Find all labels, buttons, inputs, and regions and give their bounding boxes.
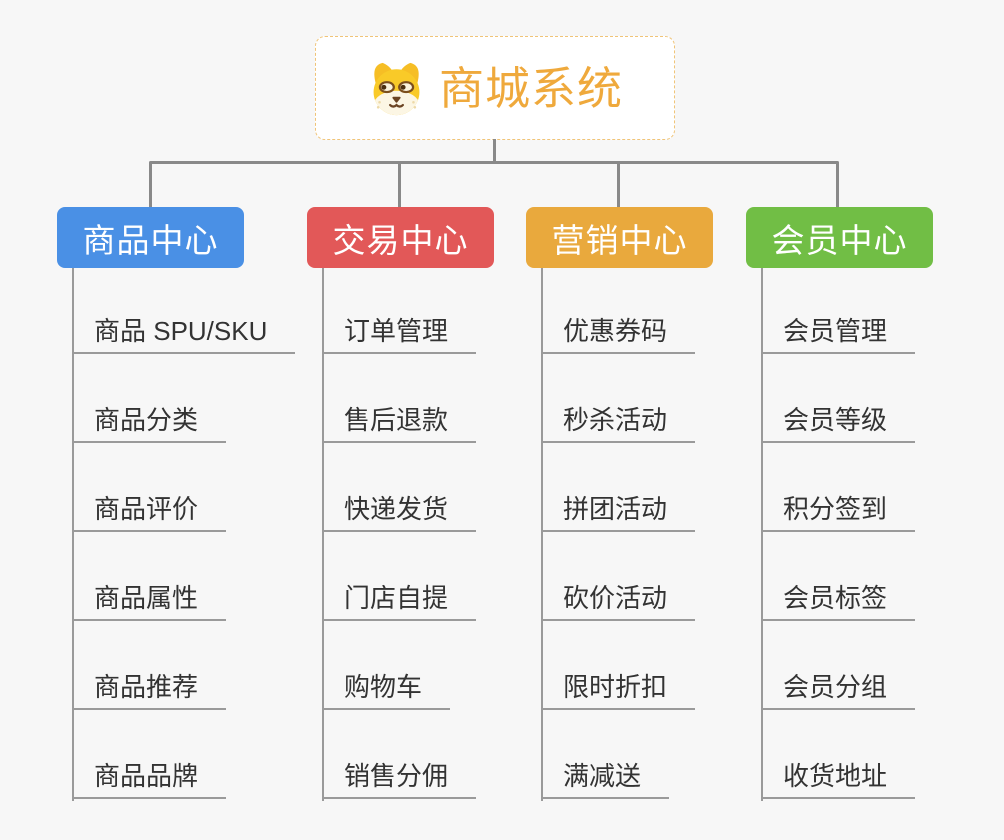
tree-item-label[interactable]: 商品属性 [72,583,227,621]
tree-item: 砍价活动 [541,532,696,621]
branch-node[interactable]: 商品中心 [57,207,244,268]
connector-drop-line [149,163,152,207]
tree-item-label[interactable]: 售后退款 [322,405,477,443]
shiba-dog-icon [367,61,426,116]
tree-item-label[interactable]: 砍价活动 [541,583,696,621]
tree-item-label[interactable]: 会员分组 [761,672,916,710]
branch-group-1: 交易中心 订单管理售后退款快递发货门店自提购物车销售分佣 [307,207,567,801]
tree-item: 收货地址 [761,710,916,799]
branch-spine-line [761,268,763,801]
branch-items: 商品 SPU/SKU 商品分类商品评价商品属性商品推荐商品品牌 [72,265,296,799]
connector-drop-line [836,163,839,207]
tree-item-label[interactable]: 积分签到 [761,494,916,532]
tree-item: 商品评价 [72,443,295,532]
branch-items: 优惠券码秒杀活动拼团活动砍价活动限时折扣满减送 [541,265,696,799]
tree-item: 秒杀活动 [541,354,696,443]
tree-item-label[interactable]: 购物车 [322,672,451,710]
branch-spine-line [72,268,74,801]
tree-item: 快递发货 [322,443,477,532]
tree-item-label[interactable]: 商品分类 [72,405,227,443]
tree-item-label[interactable]: 拼团活动 [541,494,696,532]
branch-node[interactable]: 营销中心 [526,207,713,268]
tree-item: 商品 SPU/SKU [72,265,296,354]
tree-item: 拼团活动 [541,443,696,532]
branch-node[interactable]: 交易中心 [307,207,494,268]
tree-item-label[interactable]: 限时折扣 [541,672,696,710]
branch-node[interactable]: 会员中心 [746,207,933,268]
root-node[interactable]: 商城系统 [315,36,675,140]
branch-group-0: 商品中心 商品 SPU/SKU 商品分类商品评价商品属性商品推荐商品品牌 [57,207,317,801]
connector-drop-line [398,163,401,207]
tree-item-label[interactable]: 收货地址 [761,761,916,799]
tree-item: 订单管理 [322,265,477,354]
tree-item: 售后退款 [322,354,477,443]
tree-item: 商品属性 [72,532,295,621]
tree-item: 门店自提 [322,532,477,621]
branch-label: 商品中心 [82,221,219,259]
tree-item-label[interactable]: 会员标签 [761,583,916,621]
branch-items: 订单管理售后退款快递发货门店自提购物车销售分佣 [322,265,477,799]
branch-items: 会员管理会员等级积分签到会员标签会员分组收货地址 [761,265,916,799]
tree-item: 会员管理 [761,265,916,354]
tree-item: 满减送 [541,710,695,799]
tree-item-label[interactable]: 商品推荐 [72,672,227,710]
tree-item: 购物车 [322,621,476,710]
tree-item-label[interactable]: 门店自提 [322,583,477,621]
tree-item: 优惠券码 [541,265,696,354]
connector-drop-line [617,163,620,207]
tree-item-label[interactable]: 会员等级 [761,405,916,443]
tree-item: 商品推荐 [72,621,295,710]
branch-group-2: 营销中心 优惠券码秒杀活动拼团活动砍价活动限时折扣满减送 [526,207,786,801]
branch-label: 营销中心 [551,221,688,259]
root-title: 商城系统 [438,62,623,114]
branch-spine-line [322,268,324,801]
tree-item: 会员分组 [761,621,916,710]
tree-item: 商品品牌 [72,710,295,799]
tree-item: 积分签到 [761,443,916,532]
tree-item-label[interactable]: 会员管理 [761,316,916,354]
branch-spine-line [541,268,543,801]
tree-item: 限时折扣 [541,621,696,710]
tree-item-label[interactable]: 秒杀活动 [541,405,696,443]
connector-root-stub [493,139,496,164]
tree-item: 销售分佣 [322,710,477,799]
tree-item-label[interactable]: 商品品牌 [72,761,227,799]
connector-horizontal-line [149,161,839,164]
tree-item-label[interactable]: 优惠券码 [541,316,696,354]
tree-item-label[interactable]: 商品评价 [72,494,227,532]
tree-item: 会员等级 [761,354,916,443]
branch-label: 会员中心 [771,221,908,259]
branch-group-3: 会员中心 会员管理会员等级积分签到会员标签会员分组收货地址 [746,207,1004,801]
tree-item-label[interactable]: 订单管理 [322,316,477,354]
tree-item: 商品分类 [72,354,295,443]
branch-label: 交易中心 [332,221,469,259]
tree-item: 会员标签 [761,532,916,621]
tree-item-label[interactable]: 销售分佣 [322,761,477,799]
tree-item-label[interactable]: 商品 SPU/SKU [72,316,296,354]
tree-item-label[interactable]: 快递发货 [322,494,477,532]
tree-item-label[interactable]: 满减送 [541,761,670,799]
